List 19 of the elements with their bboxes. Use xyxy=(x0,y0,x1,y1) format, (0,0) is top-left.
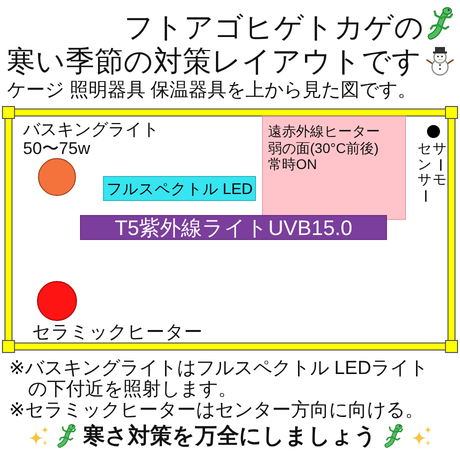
title: フトアゴヒゲトカゲの寒い季節の対策レイアウトです xyxy=(6,11,424,79)
subtitle: ケージ 照明器具 保温器具を上から見た図です。 xyxy=(7,80,417,102)
heater-panel xyxy=(262,116,406,220)
basking-lamp-label: バスキングライト xyxy=(23,120,159,139)
wattage-label: 50〜75w xyxy=(23,139,90,158)
note-text: ※バスキングライトはフルスペクトル LEDライトの下付近を照射します。 xyxy=(9,358,430,400)
cage-frame xyxy=(2,106,458,353)
heater-mode: 常時ON xyxy=(268,156,317,172)
note-text: ※セラミックヒーターはセンター方向に向ける。 xyxy=(9,400,425,421)
heater-setting: 弱の面(30°C前後) xyxy=(268,140,379,156)
slogan: 寒さ対策を万全にしましょう xyxy=(83,423,377,449)
ceramic-heater-label: セラミックヒーター xyxy=(32,322,203,342)
led-light-bar: フルスペクトル LED xyxy=(103,176,256,201)
heater-title: 遠赤外線ヒーター xyxy=(268,123,380,140)
uvb-light-bar: T5紫外線ライトUVB15.0 xyxy=(80,215,387,240)
sensor-dot-icon xyxy=(427,125,440,138)
heater-marker-icon xyxy=(37,281,77,321)
lamp-marker-icon xyxy=(38,158,76,196)
sensor-label: サーモセンサー xyxy=(417,141,447,203)
